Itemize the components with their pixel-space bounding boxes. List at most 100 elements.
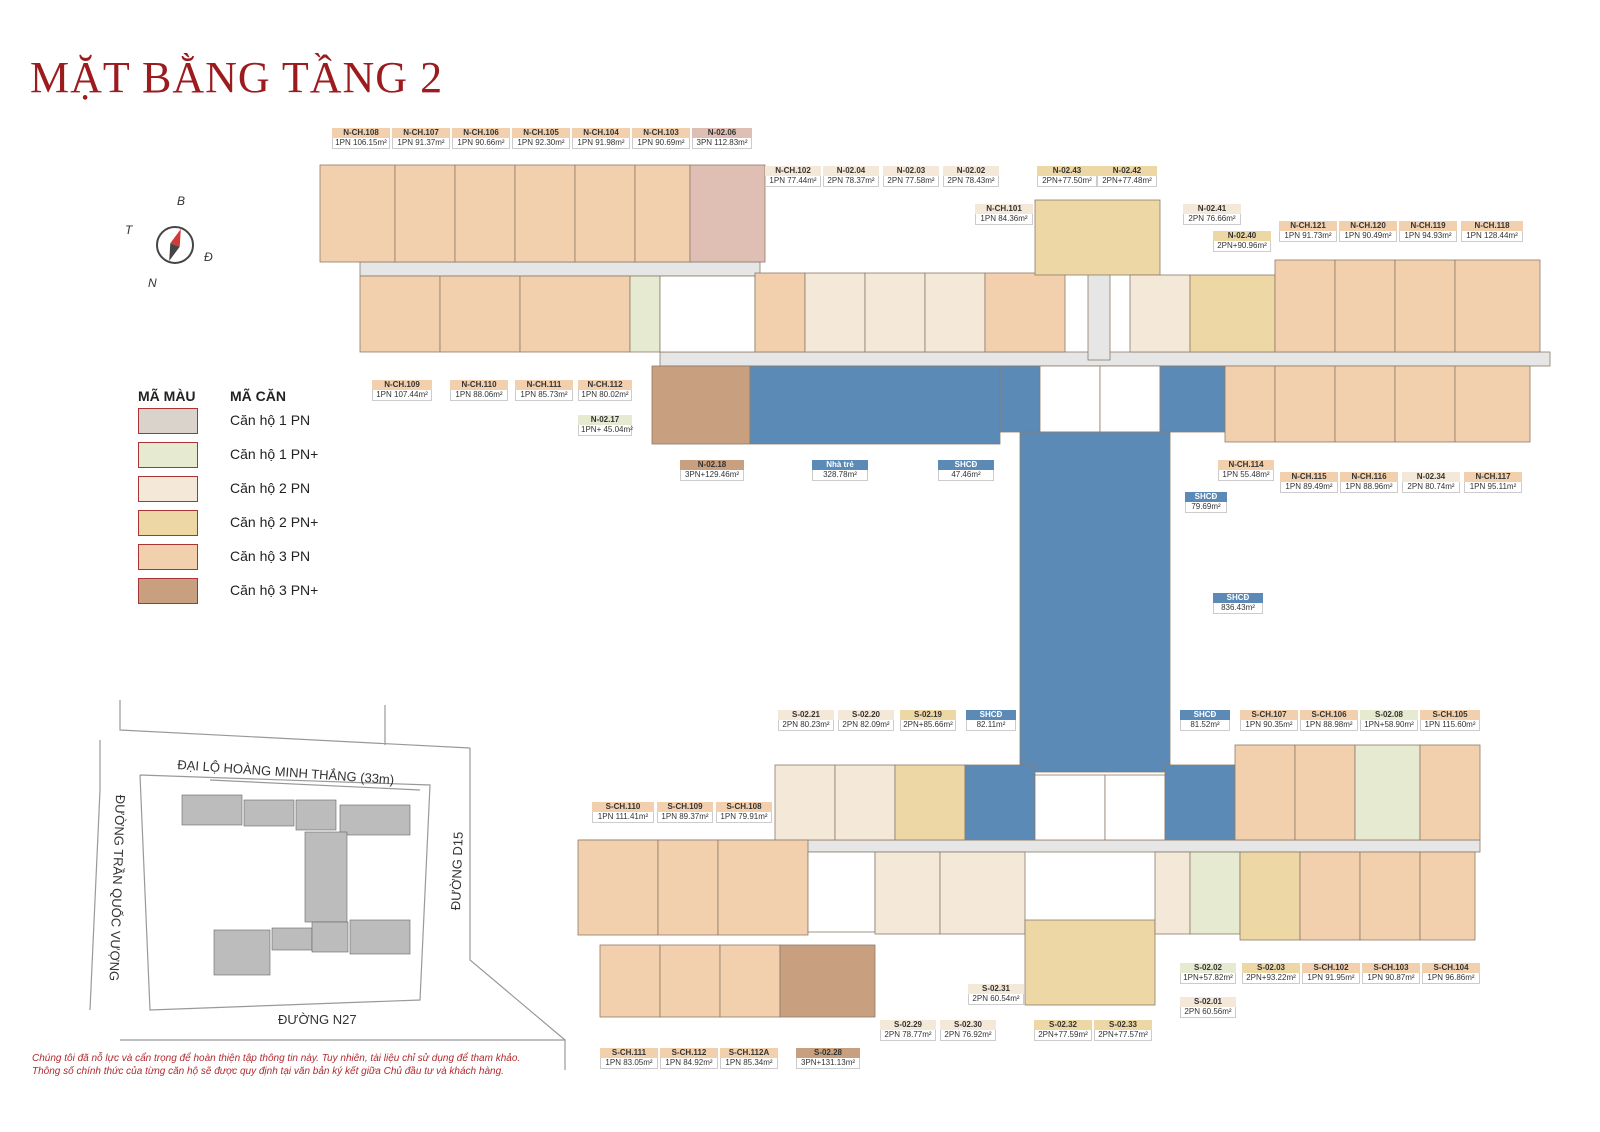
unit-spec: 2PN 76.92m² <box>940 1030 996 1041</box>
unit-3pn <box>577 839 659 936</box>
core <box>807 851 876 933</box>
unit-3pn <box>1419 744 1481 841</box>
unit-code: S-02.08 <box>1360 710 1418 720</box>
unit-spec: 3PN+129.46m² <box>680 470 744 481</box>
unit-2pn <box>834 764 896 841</box>
compass: B T Đ N <box>120 190 230 300</box>
unit-3pn <box>659 944 721 1018</box>
legend-label: Căn hộ 1 PN <box>230 412 311 428</box>
unit-2pn-plus <box>1024 919 1156 1006</box>
unit-3pn <box>514 164 576 263</box>
unit-3pn <box>1454 259 1541 353</box>
unit-3pn <box>1419 851 1476 941</box>
unit-code: S-CH.106 <box>1300 710 1358 720</box>
unit-spec: 836.43m² <box>1213 603 1263 614</box>
unit-code: S-CH.112A <box>720 1048 778 1058</box>
unit-spec: 2PN 78.37m² <box>823 176 879 187</box>
unit-code: SHCĐ <box>1180 710 1230 720</box>
unit-spec: 1PN 95.11m² <box>1464 482 1522 493</box>
unit-code: SHCĐ <box>938 460 994 470</box>
core <box>1039 365 1101 433</box>
unit-spec: 1PN 85.73m² <box>515 390 573 401</box>
unit-code: N-CH.104 <box>572 128 630 138</box>
unit-spec: 328.78m² <box>812 470 868 481</box>
unit-3pn <box>574 164 636 263</box>
unit-spec: 1PN 88.98m² <box>1300 720 1358 731</box>
unit-code: N-CH.106 <box>452 128 510 138</box>
unit-1pn-plus <box>629 275 661 353</box>
unit-code: S-02.31 <box>968 984 1024 994</box>
legend-swatch <box>138 476 198 502</box>
unit-spec: 1PN 90.69m² <box>632 138 690 149</box>
compass-south: N <box>148 276 157 290</box>
unit-spec: 1PN 91.95m² <box>1302 973 1360 984</box>
unit-spec: 1PN 79.91m² <box>716 812 772 823</box>
unit-code: SHCĐ <box>966 710 1016 720</box>
unit-3pn <box>359 275 441 353</box>
unit-spec: 2PN 60.54m² <box>968 994 1024 1005</box>
legend-label: Căn hộ 3 PN <box>230 548 311 564</box>
disclaimer-line-2: Thông số chính thức của từng căn hộ sẽ đ… <box>32 1066 504 1077</box>
road-bottom-label: ĐƯỜNG N27 <box>278 1012 357 1027</box>
unit-3pn <box>599 944 661 1018</box>
unit-spec: 47.46m² <box>938 470 994 481</box>
unit-code: N-02.02 <box>943 166 999 176</box>
unit-spec: 2PN+93.22m² <box>1242 973 1300 984</box>
legend-label: Căn hộ 2 PN+ <box>230 514 319 530</box>
legend-swatch <box>138 578 198 604</box>
unit-2pn-plus <box>1034 199 1161 276</box>
unit-spec: 1PN 88.06m² <box>450 390 508 401</box>
unit-code: S-CH.105 <box>1420 710 1480 720</box>
unit-spec: 1PN 89.49m² <box>1280 482 1338 493</box>
unit-3pn <box>319 164 396 263</box>
unit-code: SHCĐ <box>1185 492 1227 502</box>
core <box>1104 774 1166 841</box>
unit-code: N-CH.120 <box>1339 221 1397 231</box>
unit-spec: 1PN 77.44m² <box>765 176 821 187</box>
unit-spec: 1PN 55.48m² <box>1218 470 1274 481</box>
unit-spec: 1PN 90.35m² <box>1240 720 1298 731</box>
unit-code: S-02.02 <box>1180 963 1236 973</box>
unit-spec: 2PN+77.57m² <box>1094 1030 1152 1041</box>
unit-code: S-CH.111 <box>600 1048 658 1058</box>
legend-label: Căn hộ 1 PN+ <box>230 446 319 462</box>
unit-spec: 3PN+131.13m² <box>796 1058 860 1069</box>
unit-code: S-02.03 <box>1242 963 1300 973</box>
unit-2pn <box>1129 274 1191 353</box>
shcd-spine <box>1019 431 1171 773</box>
unit-spec: 2PN 76.66m² <box>1183 214 1241 225</box>
unit-spec: 2PN+77.50m² <box>1037 176 1097 187</box>
unit-code: N-CH.107 <box>392 128 450 138</box>
unit-spec: 2PN+85.66m² <box>900 720 956 731</box>
unit-spec: 2PN 80.74m² <box>1402 482 1460 493</box>
unit-code: N-CH.102 <box>765 166 821 176</box>
legend-label: Căn hộ 3 PN+ <box>230 582 319 598</box>
unit-code: N-02.41 <box>1183 204 1241 214</box>
